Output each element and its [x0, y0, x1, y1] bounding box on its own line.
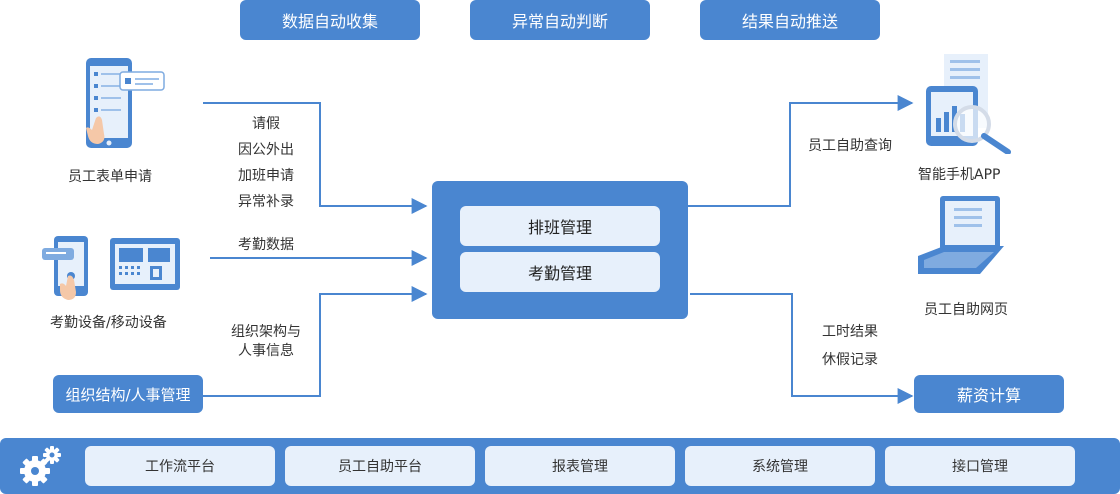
gear-icon	[18, 446, 64, 488]
input-business-trip-label: 因公外出	[238, 142, 294, 158]
input-exception-label: 异常补录	[238, 194, 294, 210]
form-to-core-arrow	[203, 102, 428, 214]
interface-management-module: 接口管理	[885, 446, 1075, 486]
mobile-app-caption: 智能手机APP	[918, 167, 1001, 183]
input-overtime-label: 加班申请	[238, 168, 294, 184]
employee-self-service-module: 员工自助平台	[285, 446, 475, 486]
laptop-web-icon	[914, 194, 1006, 278]
org-to-core-arrow	[203, 286, 428, 397]
form-phone-icon	[80, 56, 170, 152]
self-query-label: 员工自助查询	[808, 138, 892, 154]
core-engine-box: 排班管理 考勤管理	[432, 181, 688, 319]
attendance-device-icon	[40, 232, 185, 302]
core-to-payroll-arrow	[690, 293, 914, 404]
attendance-device-caption: 考勤设备/移动设备	[50, 315, 167, 331]
attendance-data-label: 考勤数据	[238, 237, 294, 253]
work-hours-result-label: 工时结果	[822, 324, 878, 340]
attendance-management-box: 考勤管理	[460, 252, 660, 292]
report-management-module: 报表管理	[485, 446, 675, 486]
employee-form-caption: 员工表单申请	[68, 169, 152, 185]
org-info-label-line2: 人事信息	[238, 343, 294, 359]
stage-data-collection: 数据自动收集	[240, 0, 420, 40]
org-info-label-line1: 组织架构与	[231, 324, 301, 340]
core-to-app-arrow	[688, 95, 914, 207]
workflow-platform-module: 工作流平台	[85, 446, 275, 486]
stage-result-push: 结果自动推送	[700, 0, 880, 40]
payroll-calculation-button: 薪资计算	[914, 375, 1064, 413]
stage-anomaly-detection: 异常自动判断	[470, 0, 650, 40]
org-hr-management-button: 组织结构/人事管理	[53, 375, 203, 413]
mobile-app-icon	[920, 50, 1016, 155]
leave-record-label: 休假记录	[822, 352, 878, 368]
scheduling-management-box: 排班管理	[460, 206, 660, 246]
web-portal-caption: 员工自助网页	[924, 302, 1008, 318]
system-management-module: 系统管理	[685, 446, 875, 486]
platform-bar: 工作流平台 员工自助平台 报表管理 系统管理 接口管理	[0, 438, 1120, 494]
input-leave-label: 请假	[252, 116, 280, 132]
